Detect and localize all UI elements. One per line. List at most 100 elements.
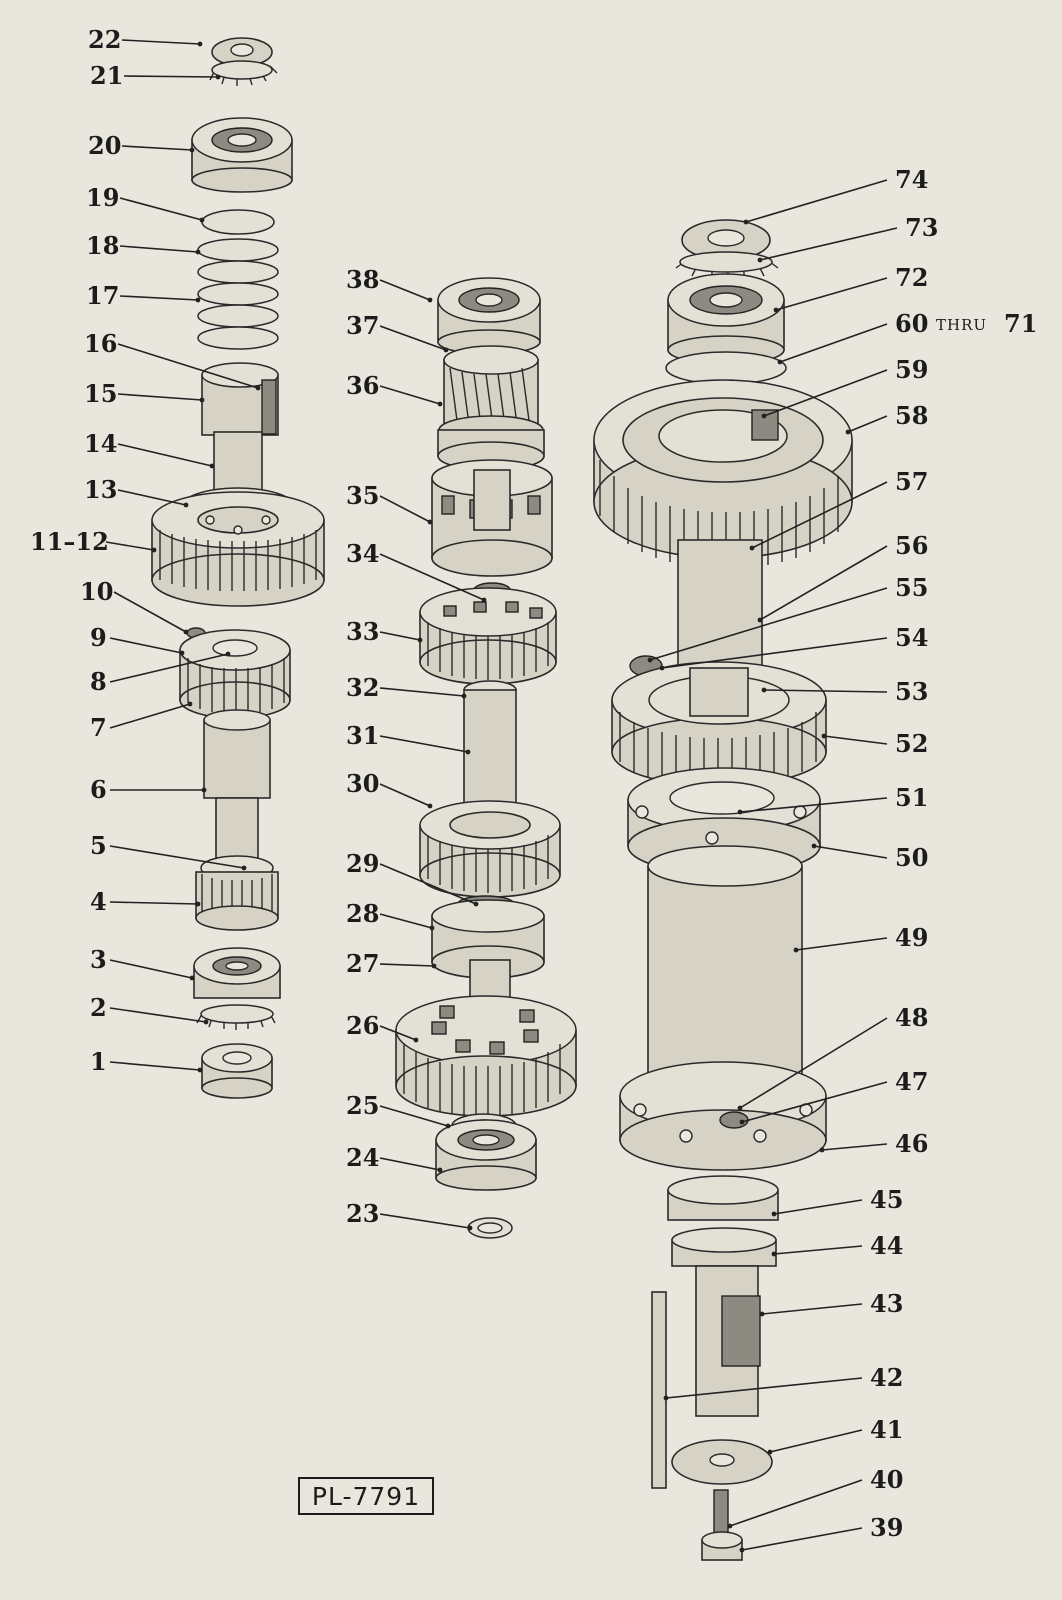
leader-tip-39 [739, 1547, 745, 1553]
callout-33: 33 [346, 617, 379, 646]
leader-tip-72 [773, 307, 779, 313]
callout-45: 45 [870, 1185, 903, 1214]
callout-14: 14 [84, 429, 117, 458]
callout-60: 60 [895, 309, 928, 338]
callout-1: 1 [90, 1047, 107, 1076]
callout-23: 23 [346, 1199, 379, 1228]
callout-22: 22 [88, 25, 121, 54]
leader-tip-49 [793, 947, 799, 953]
leader-tip-60 [777, 359, 783, 365]
leader-1 [109, 1061, 201, 1071]
leader-8 [109, 653, 229, 683]
leader-35 [379, 495, 431, 523]
callout-24: 24 [346, 1143, 379, 1172]
leader-3 [109, 959, 193, 979]
callout-56: 56 [895, 531, 928, 560]
callout-18: 18 [86, 231, 119, 260]
callout-35: 35 [346, 481, 379, 510]
callout-20: 20 [88, 131, 121, 160]
leader-tip-6 [201, 787, 207, 793]
leader-tip-8 [225, 651, 231, 657]
callout-43: 43 [870, 1289, 903, 1318]
leader-34 [379, 553, 485, 601]
callout-51: 51 [895, 783, 928, 812]
callout-72: 72 [895, 263, 928, 292]
leader-tip-27 [431, 963, 437, 969]
leader-tip-23 [467, 1225, 473, 1231]
callout-37: 37 [346, 311, 379, 340]
leader-tip-2 [203, 1019, 209, 1025]
callout-6: 6 [90, 775, 107, 804]
leader-tip-18 [195, 249, 201, 255]
leader-42 [665, 1377, 863, 1399]
callout-26: 26 [346, 1011, 379, 1040]
leader-tip-14 [209, 463, 215, 469]
callout-44: 44 [870, 1231, 903, 1260]
leader-37 [379, 325, 447, 351]
leader-tip-41 [767, 1449, 773, 1455]
leader-tip-43 [759, 1311, 765, 1317]
leader-11-12 [105, 541, 155, 551]
leader-44 [773, 1245, 863, 1255]
leader-72 [775, 277, 888, 311]
callout-15: 15 [84, 379, 117, 408]
leader-tip-7 [187, 701, 193, 707]
callout-38: 38 [346, 265, 379, 294]
callout-48: 48 [895, 1003, 928, 1032]
leader-tip-5 [241, 865, 247, 871]
callout-21: 21 [90, 61, 123, 90]
callout-8: 8 [90, 667, 107, 696]
leader-tip-34 [481, 597, 487, 603]
leader-14 [117, 443, 213, 467]
leader-29 [379, 863, 477, 905]
leader-tip-31 [465, 749, 471, 755]
middle-shaft-assembly [395, 277, 577, 1239]
leader-tip-19 [199, 217, 205, 223]
range-word-thru: THRU [936, 316, 987, 334]
leader-55 [649, 587, 888, 661]
leader-tip-21 [215, 74, 221, 80]
leader-tip-25 [445, 1123, 451, 1129]
leader-48 [739, 1017, 888, 1109]
callout-31: 31 [346, 721, 379, 750]
plate-number-box: PL-7791 [298, 1477, 434, 1515]
callout-9: 9 [90, 623, 107, 652]
leader-tip-58 [845, 429, 851, 435]
callout-46: 46 [895, 1129, 928, 1158]
leader-tip-32 [461, 693, 467, 699]
leader-56 [759, 545, 888, 621]
leader-32 [379, 687, 465, 697]
leader-17 [119, 295, 199, 301]
callout-19: 19 [86, 183, 119, 212]
leader-30 [379, 783, 431, 807]
callout-28: 28 [346, 899, 379, 928]
callout-30: 30 [346, 769, 379, 798]
leader-tip-15 [199, 397, 205, 403]
callout-layer: 2221201918171615141311–12109876543213837… [30, 25, 1037, 1553]
right-shaft-assembly [593, 219, 853, 1561]
leader-tip-20 [189, 147, 195, 153]
leader-31 [379, 735, 469, 753]
leader-tip-37 [443, 347, 449, 353]
callout-74: 74 [895, 165, 928, 194]
leader-53 [763, 689, 888, 693]
leader-tip-29 [473, 901, 479, 907]
leader-tip-24 [437, 1167, 443, 1173]
leader-2 [109, 1007, 207, 1023]
leader-7 [109, 703, 191, 729]
callout-7: 7 [90, 713, 107, 742]
callout-52: 52 [895, 729, 928, 758]
leader-51 [739, 797, 888, 813]
callout-39: 39 [870, 1513, 903, 1542]
callout-59: 59 [895, 355, 928, 384]
leader-23 [379, 1213, 471, 1229]
leader-59 [763, 369, 888, 417]
leader-13 [117, 489, 187, 506]
leader-tip-53 [761, 687, 767, 693]
leader-tip-48 [737, 1105, 743, 1111]
leader-tip-54 [659, 665, 665, 671]
leader-tip-35 [427, 519, 433, 525]
leader-tip-11-12 [151, 547, 157, 553]
